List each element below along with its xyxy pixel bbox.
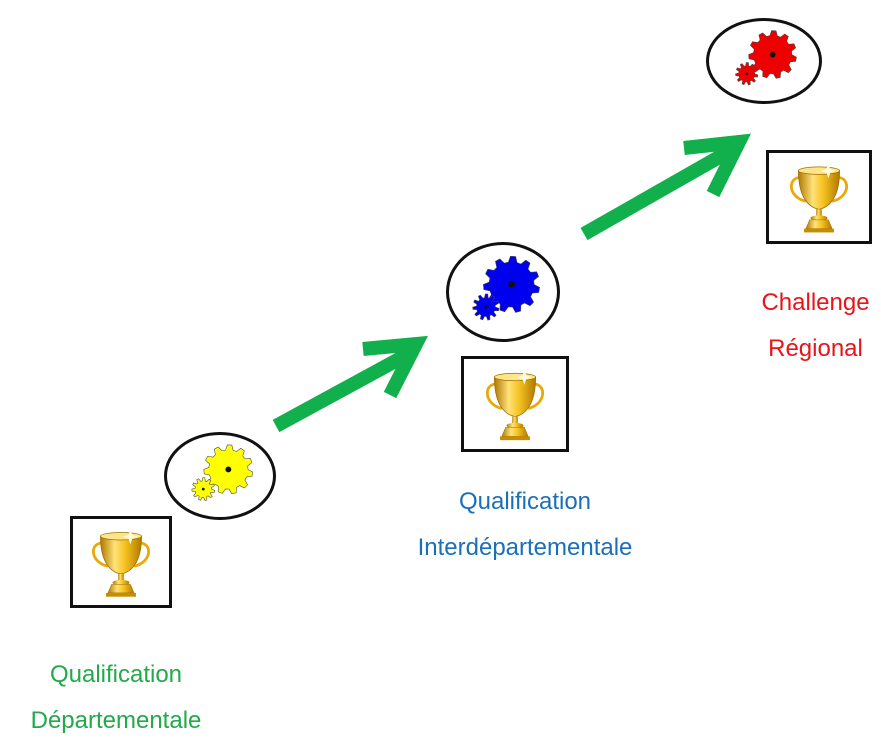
- stage-label-departementale: Qualification Départementale: [0, 652, 232, 744]
- stage-label-interdepartementale: Qualification Interdépartementale: [384, 479, 666, 571]
- trophy-icon: [789, 163, 849, 233]
- trophy-icon: [485, 369, 545, 441]
- arrow-icon: [272, 335, 429, 433]
- stage-label-line1: Challenge: [761, 289, 870, 316]
- stage-label-line2: Interdépartementale: [417, 534, 633, 561]
- stage-label-regional: Challenge Régional: [750, 280, 881, 372]
- gear-circle-departementale: [164, 432, 276, 520]
- gear-icon: [472, 255, 540, 321]
- trophy-frame-departementale: [70, 516, 172, 608]
- trophy-frame-interdepartementale: [461, 356, 569, 452]
- gear-icon: [191, 444, 254, 501]
- stage-label-line2: Départementale: [30, 707, 202, 734]
- gear-circle-regional: [706, 18, 822, 104]
- trophy-icon: [92, 529, 150, 597]
- gear-circle-interdepartementale: [446, 242, 560, 342]
- stage-label-line2: Régional: [768, 335, 863, 362]
- gear-icon: [735, 30, 797, 86]
- stage-label-line1: Qualification: [458, 488, 592, 515]
- trophy-frame-regional: [766, 150, 872, 244]
- stage-label-line1: Qualification: [49, 661, 183, 688]
- arrow-icon: [580, 133, 752, 241]
